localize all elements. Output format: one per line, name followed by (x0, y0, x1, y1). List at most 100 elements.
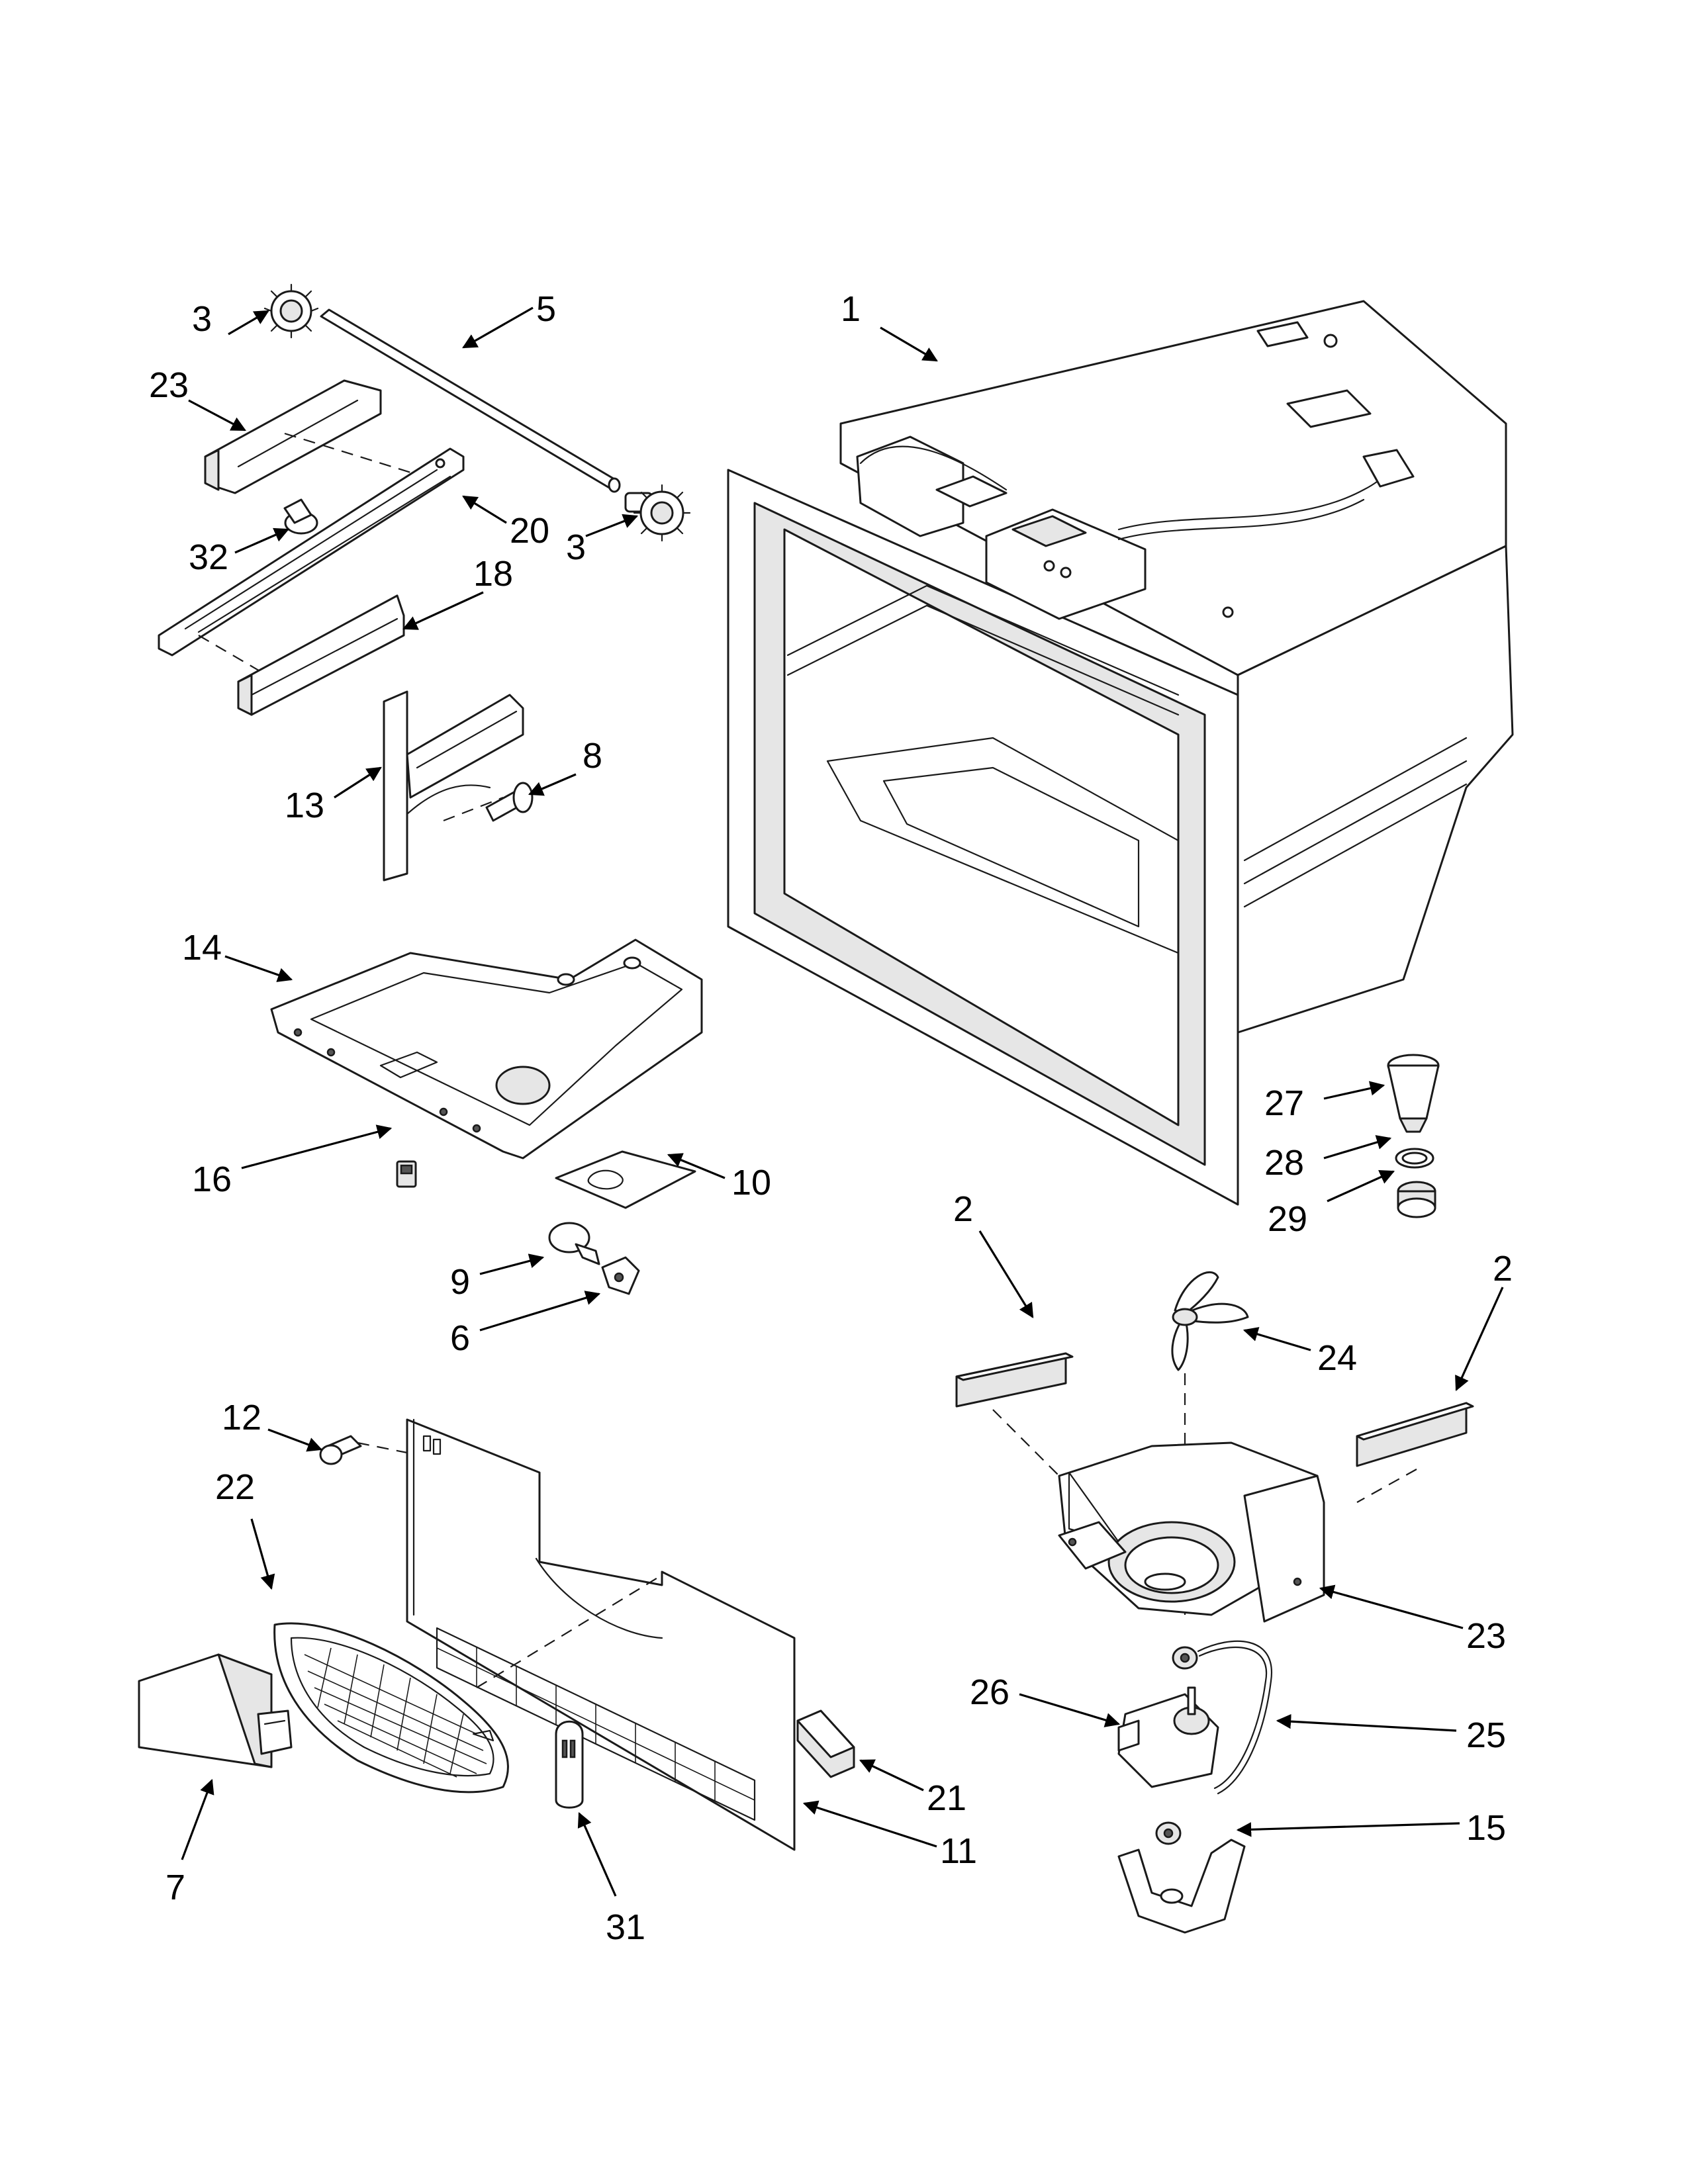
assembly-line (992, 1409, 1066, 1483)
callout-14: 14 (182, 928, 222, 968)
callout-3-top: 3 (192, 299, 212, 339)
leader-14 (224, 955, 293, 982)
leader-11 (802, 1800, 937, 1848)
part-11-rear-panel (406, 1418, 796, 1851)
assembly-line (357, 1441, 408, 1454)
part-3-gear-bottom (624, 484, 691, 542)
leader-22 (250, 1518, 275, 1590)
part-5-shaft (320, 308, 621, 493)
leader-24 (1243, 1327, 1311, 1351)
callout-29: 29 (1268, 1199, 1307, 1239)
part-2-insulation-right (1356, 1402, 1474, 1467)
callout-21: 23 (149, 365, 189, 405)
leader-29 (1327, 1170, 1395, 1203)
leader-5 (462, 306, 534, 349)
part-22-air-grille (273, 1622, 509, 1794)
callout-24: 24 (1317, 1338, 1357, 1378)
leader-27 (1323, 1081, 1385, 1100)
leader-20 (859, 1759, 924, 1792)
callout-26: 26 (970, 1672, 1009, 1712)
leader-7 (181, 1778, 214, 1860)
leader-2-right (1455, 1287, 1504, 1392)
assembly-line (284, 432, 424, 478)
part-9-bulb (548, 1222, 600, 1265)
part-25-wire-harness (1197, 1640, 1273, 1795)
callout-9: 9 (450, 1262, 470, 1302)
leader-2-left (978, 1230, 1034, 1318)
callout-5: 5 (536, 289, 556, 329)
part-12-screw (319, 1435, 362, 1465)
part-18-rail-track (237, 594, 405, 716)
assembly-line (476, 1574, 663, 1688)
leader-32 (234, 527, 290, 554)
leader-25 (1276, 1713, 1457, 1732)
callout-10: 10 (731, 1163, 771, 1203)
leader-8 (528, 773, 577, 796)
callout-2-right: 2 (1493, 1249, 1513, 1289)
callout-13: 13 (285, 786, 324, 825)
callout-11: 11 (940, 1831, 977, 1871)
leader-23 (1319, 1584, 1464, 1629)
part-10-gasket (555, 1150, 696, 1209)
part-23-fan-shroud (1058, 1441, 1325, 1623)
part-8-screw (485, 782, 534, 822)
part-2-insulation-left (955, 1352, 1074, 1408)
leader-28 (1323, 1135, 1392, 1160)
leader-31 (577, 1811, 617, 1897)
part-15-motor-bracket (1117, 1839, 1246, 1934)
callout-16: 16 (192, 1160, 232, 1199)
callout-12: 12 (222, 1398, 261, 1437)
callout-20: 21 (927, 1778, 966, 1818)
leader-12 (267, 1428, 323, 1452)
part-27-cap (1387, 1054, 1440, 1133)
part-16-switch (396, 1160, 417, 1188)
part-20-foam-strip (796, 1709, 855, 1778)
callout-3-bottom: 3 (566, 527, 586, 567)
part-1-freezer-liner (727, 300, 1514, 1206)
assembly-line (1356, 1469, 1417, 1503)
callout-28: 28 (1264, 1143, 1304, 1183)
leader-19 (462, 495, 507, 524)
leader-1 (880, 326, 938, 362)
part-24-fan-blade (1171, 1271, 1249, 1371)
part-13-bracket (383, 690, 524, 882)
assembly-line (198, 635, 279, 682)
part-motor-grommet-bottom (1155, 1821, 1182, 1845)
leader-21 (188, 399, 246, 432)
callout-1: 1 (841, 289, 861, 329)
callout-18: 18 (473, 554, 513, 594)
callout-8: 8 (583, 736, 602, 776)
leader-6 (479, 1291, 601, 1332)
part-31-light-lens (555, 1720, 584, 1809)
leader-3-top (228, 310, 269, 336)
callout-31: 31 (606, 1907, 645, 1947)
part-29-grommet (1397, 1181, 1436, 1218)
part-32-screw (283, 498, 318, 535)
leader-15 (1236, 1822, 1460, 1837)
panel-vent-slots (436, 1627, 756, 1821)
part-7-cover (138, 1653, 293, 1768)
callout-2-left: 2 (953, 1189, 973, 1229)
leader-lines (181, 306, 1504, 1897)
leader-18 (402, 591, 484, 630)
part-motor-grommet-top (1172, 1646, 1198, 1670)
callout-15: 15 (1466, 1808, 1506, 1848)
callout-7: 7 (165, 1868, 185, 1907)
part-19-slide-rail (158, 447, 465, 657)
grille-mesh (304, 1647, 487, 1778)
part-6-socket (601, 1256, 640, 1295)
part-26-fan-motor (1117, 1686, 1219, 1788)
callout-27: 27 (1264, 1083, 1304, 1123)
leader-26 (1019, 1693, 1121, 1727)
leader-3-bottom (585, 514, 639, 537)
callout-32: 32 (189, 537, 228, 577)
callout-23: 23 (1466, 1616, 1506, 1656)
callout-19: 20 (510, 511, 549, 551)
leader-10 (667, 1153, 726, 1179)
part-3-gear-top (263, 283, 319, 339)
callout-25: 25 (1466, 1715, 1506, 1755)
leader-9 (479, 1253, 545, 1275)
callout-6: 6 (450, 1318, 470, 1358)
callout-22: 22 (215, 1467, 255, 1507)
